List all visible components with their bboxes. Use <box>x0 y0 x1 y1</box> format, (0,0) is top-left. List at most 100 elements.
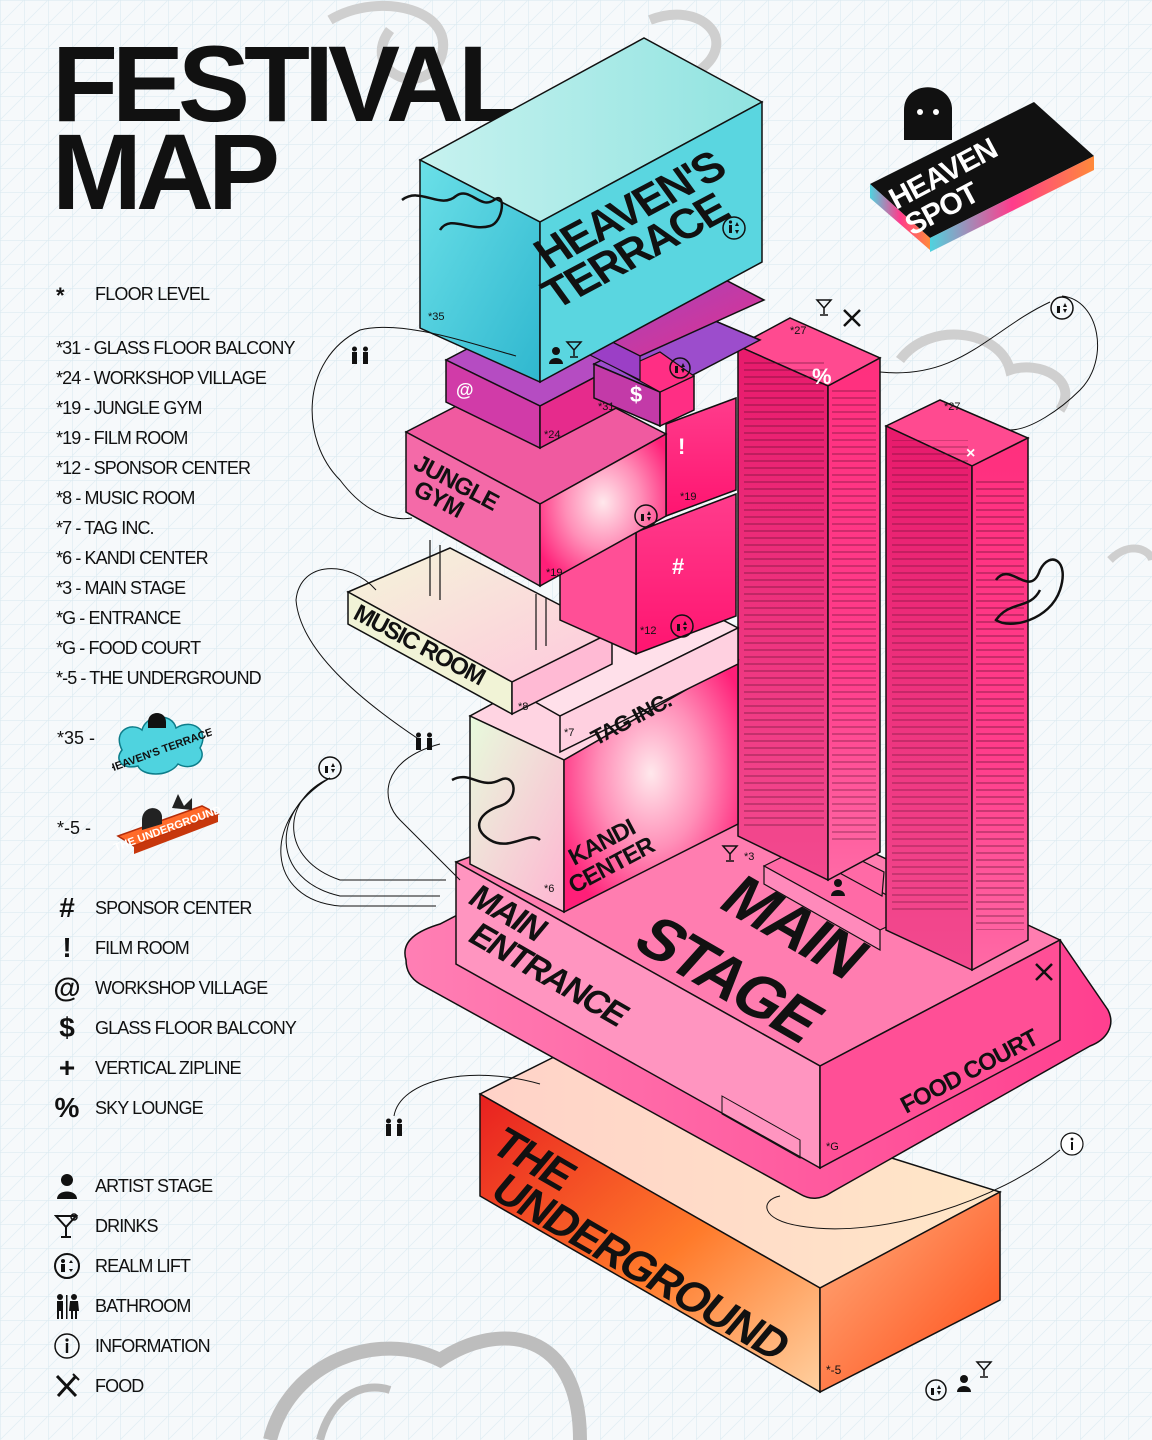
symbol-legend-label: SPONSOR CENTER <box>95 897 252 918</box>
main-stage-block[interactable]: MAIN STAGE MAIN ENTRANCE FOOD COURT *G *… <box>454 771 1062 1170</box>
fork-knife-icon[interactable] <box>843 309 861 327</box>
icon-legend-label: REALM LIFT <box>95 1255 191 1276</box>
exclamation-symbol: ! <box>62 932 72 963</box>
balcony-level: *31 <box>598 401 615 413</box>
lift-icon[interactable] <box>670 614 694 638</box>
person-icon[interactable] <box>549 347 563 364</box>
symbol-legend-item: + VERTICAL ZIPLINE <box>50 1048 296 1088</box>
cocktail-icon[interactable] <box>815 299 833 316</box>
heaven-spot-logo: HEAVEN SPOT <box>870 87 1094 252</box>
map-icons <box>318 216 1084 1401</box>
floor-item: *-5 - THE UNDERGROUND <box>56 668 262 688</box>
bathroom-icon <box>50 1291 84 1321</box>
underground-level: *-5 <box>826 1363 842 1377</box>
floor-item: *6 - KANDI CENTER <box>56 548 209 568</box>
person-icon[interactable] <box>957 1375 971 1392</box>
symbol-legend-label: VERTICAL ZIPLINE <box>95 1057 242 1078</box>
workshop-level: *24 <box>544 429 561 441</box>
lift-icon <box>50 1251 84 1281</box>
floor-level-label: FLOOR LEVEL <box>95 284 210 304</box>
food-court-level: *G <box>826 1141 839 1153</box>
symbol-legend-label: GLASS FLOOR BALCONY <box>95 1017 297 1038</box>
bathroom-icon[interactable] <box>352 346 368 365</box>
icon-legend-item: BATHROOM <box>50 1286 212 1326</box>
icon-legend-item: INFORMATION <box>50 1326 212 1366</box>
cocktail-icon[interactable] <box>721 845 739 862</box>
person-icon <box>50 1171 84 1201</box>
sponsor-symbol: # <box>672 554 684 579</box>
percent-symbol: % <box>54 1092 80 1123</box>
heavens-terrace-block[interactable]: HEAVEN'S TERRACE *35 <box>401 37 764 384</box>
sponsor-level: *12 <box>640 625 657 637</box>
graffiti-scribbles <box>451 558 1064 845</box>
symbol-legend-label: WORKSHOP VILLAGE <box>95 977 268 998</box>
sky-lounge-tower[interactable]: % *27 <box>736 317 882 882</box>
heavens-terrace-badge: HEAVEN'S TERRACE <box>112 713 212 776</box>
bathroom-icon[interactable] <box>386 1118 402 1137</box>
film-level: *19 <box>680 491 697 503</box>
lift-icon[interactable] <box>669 357 691 379</box>
symbol-legend-item: ! FILM ROOM <box>50 928 296 968</box>
bathroom-icon[interactable] <box>416 732 432 751</box>
icon-legend-item: REALM LIFT <box>50 1246 212 1286</box>
icon-legend-label: ARTIST STAGE <box>95 1175 213 1196</box>
at-symbol: @ <box>53 972 81 1003</box>
lift-icon[interactable] <box>1050 296 1074 320</box>
floor-item: *G - ENTRANCE <box>56 608 181 628</box>
lift-icon[interactable] <box>925 1379 947 1401</box>
info-icon[interactable] <box>1060 1132 1084 1156</box>
zipline-tower[interactable]: × *27 <box>884 399 1030 972</box>
lift-icon[interactable] <box>634 504 658 528</box>
sky-lounge-level: *27 <box>790 325 807 337</box>
fork-knife-icon <box>50 1371 84 1401</box>
symbol-legend-item: % SKY LOUNGE <box>50 1088 296 1128</box>
info-icon <box>50 1331 84 1361</box>
dollar-symbol: $ <box>59 1012 75 1043</box>
plus-symbol: + <box>58 1052 76 1083</box>
icon-legend-item: FOOD <box>50 1366 212 1406</box>
lift-icon[interactable] <box>722 216 746 240</box>
jungle-gym-level: *19 <box>546 567 563 579</box>
underground-badge: THE UNDERGROUND <box>112 794 222 854</box>
zipline-level: *27 <box>944 401 961 413</box>
floor-item: *19 - JUNGLE GYM <box>56 398 203 418</box>
title-line-2: MAP <box>52 111 280 232</box>
person-icon[interactable] <box>831 879 845 896</box>
floor-item: *31 - GLASS FLOOR BALCONY <box>56 338 295 358</box>
symbol-legend-item: $ GLASS FLOOR BALCONY <box>50 1008 297 1048</box>
floor-item: *19 - FILM ROOM <box>56 428 188 448</box>
music-room-level: *8 <box>518 701 528 713</box>
balcony-symbol: $ <box>630 382 642 407</box>
cocktail-icon <box>50 1211 84 1241</box>
floor-list: *31 - GLASS FLOOR BALCONY *24 - WORKSHOP… <box>56 337 295 697</box>
floor-item: *G - FOOD COURT <box>56 638 201 658</box>
floor-item: *8 - MUSIC ROOM <box>56 488 195 508</box>
symbol-legend-label: FILM ROOM <box>95 937 190 958</box>
kandi-level: *6 <box>544 883 554 895</box>
floor-item: *7 - TAG INC. <box>56 518 155 538</box>
symbol-legend: #SPONSOR CENTER ! FILM ROOM @ WORKSHOP VIL… <box>50 888 297 1128</box>
cocktail-icon[interactable] <box>565 341 583 358</box>
page-title: FESTIVAL MAP <box>52 23 524 232</box>
icon-legend-label: DRINKS <box>95 1215 159 1236</box>
symbol-legend-item: #SPONSOR CENTER <box>50 888 296 928</box>
main-stage-level: *3 <box>744 851 754 863</box>
underground-block[interactable]: THE UNDERGROUND *-5 <box>478 1053 1002 1394</box>
workshop-symbol: @ <box>456 380 474 400</box>
icon-legend-item: DRINKS <box>50 1206 212 1246</box>
badge-neg5-label: *-5 - <box>57 818 92 838</box>
floor-item: *3 - MAIN STAGE <box>56 578 186 598</box>
connector-lines <box>280 295 1099 1230</box>
tag-inc-level: *7 <box>564 727 574 739</box>
symbol-legend-label: SKY LOUNGE <box>95 1097 204 1118</box>
zipline-symbol: × <box>966 445 975 462</box>
film-room-block[interactable]: ! *19 <box>665 396 737 518</box>
icon-legend-item: ARTIST STAGE <box>50 1166 213 1206</box>
fork-knife-icon[interactable] <box>1035 963 1053 981</box>
cocktail-icon[interactable] <box>975 1361 993 1378</box>
sky-lounge-symbol: % <box>812 364 832 389</box>
lift-icon[interactable] <box>318 756 342 780</box>
icon-legend-label: BATHROOM <box>95 1295 191 1316</box>
title-line-1: FESTIVAL <box>52 23 524 144</box>
